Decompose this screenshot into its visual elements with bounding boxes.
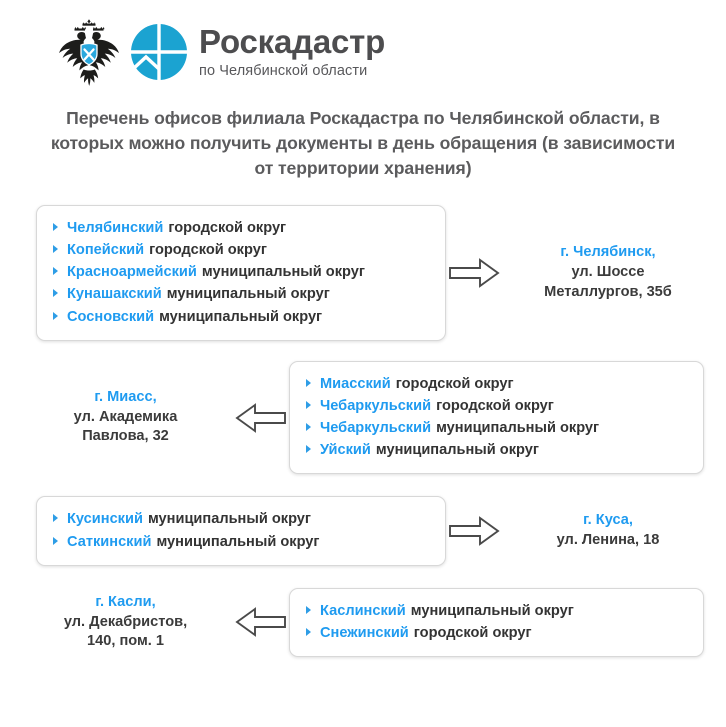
brand-subtitle: по Челябинской области bbox=[199, 63, 368, 80]
district-list: Челябинский городской округ Копейский го… bbox=[53, 217, 429, 328]
district-list: Миасский городской округ Чебаркульский г… bbox=[306, 373, 687, 462]
office-address: г. Челябинск, ул. Шоссе Металлургов, 35б bbox=[502, 243, 714, 302]
office-city: г. Миасс, bbox=[94, 389, 157, 406]
bullet-triangle-icon bbox=[306, 400, 311, 409]
arrow-right-icon bbox=[446, 256, 502, 290]
list-item: Кунашакский муниципальный округ bbox=[53, 283, 429, 305]
russian-double-headed-eagle-emblem bbox=[58, 16, 120, 88]
district-type: городской округ bbox=[168, 219, 287, 236]
district-name: Красноармейский bbox=[67, 264, 197, 281]
district-list: Кусинский муниципальный округ Саткинский… bbox=[53, 508, 429, 552]
page-title: Перечень офисов филиала Роскадастра по Ч… bbox=[50, 108, 676, 178]
office-street-line: Металлургов, 35б bbox=[544, 283, 672, 300]
bullet-triangle-icon bbox=[53, 536, 58, 545]
page-header: Роскадастр по Челябинской области bbox=[0, 0, 726, 86]
list-item: Сосновский муниципальный округ bbox=[53, 306, 429, 328]
office-row: Челябинский городской округ Копейский го… bbox=[0, 204, 726, 341]
list-item: Каслинский муниципальный округ bbox=[306, 600, 687, 622]
arrow-left-icon bbox=[233, 401, 289, 435]
bullet-triangle-icon bbox=[306, 423, 311, 432]
districts-panel: Миасский городской округ Чебаркульский г… bbox=[289, 360, 704, 475]
list-item: Красноармейский муниципальный округ bbox=[53, 261, 429, 283]
bullet-triangle-icon bbox=[306, 378, 311, 387]
list-item: Миасский городской округ bbox=[306, 373, 687, 395]
district-name: Миасский bbox=[320, 375, 391, 392]
district-name: Каслинский bbox=[320, 602, 406, 619]
district-type: муниципальный округ bbox=[436, 420, 600, 437]
district-type: муниципальный округ bbox=[156, 533, 320, 550]
office-row: г. Касли, ул. Декабристов, 140, пом. 1 К… bbox=[0, 587, 726, 658]
list-item: Снежинский городской округ bbox=[306, 622, 687, 644]
district-type: муниципальный округ bbox=[147, 511, 311, 528]
district-name: Сосновский bbox=[67, 308, 155, 325]
bullet-triangle-icon bbox=[306, 605, 311, 614]
office-street-line: 140, пом. 1 bbox=[86, 633, 165, 650]
district-type: городской округ bbox=[436, 397, 554, 414]
district-type: муниципальный округ bbox=[159, 308, 323, 325]
office-address: г. Касли, ул. Декабристов, 140, пом. 1 bbox=[18, 593, 233, 652]
office-street-line: Павлова, 32 bbox=[82, 428, 169, 445]
roskadastr-circle-logo bbox=[130, 23, 188, 81]
brand-lockup: Роскадастр по Челябинской области bbox=[130, 23, 385, 81]
list-item: Чебаркульский городской округ bbox=[306, 395, 687, 417]
district-name: Чебаркульский bbox=[320, 420, 432, 437]
district-name: Снежинский bbox=[320, 624, 409, 641]
district-name: Кусинский bbox=[67, 511, 143, 528]
district-type: муниципальный округ bbox=[166, 286, 330, 303]
district-type: городской округ bbox=[413, 624, 532, 641]
district-type: городской округ bbox=[395, 375, 514, 392]
office-row: г. Миасс, ул. Академика Павлова, 32 Миас… bbox=[0, 360, 726, 475]
district-name: Копейский bbox=[67, 242, 145, 259]
district-name: Челябинский bbox=[67, 219, 164, 236]
list-item: Кусинский муниципальный округ bbox=[53, 508, 429, 530]
office-address: г. Миасс, ул. Академика Павлова, 32 bbox=[18, 388, 233, 447]
arrow-right-icon bbox=[446, 514, 502, 548]
list-item: Челябинский городской округ bbox=[53, 217, 429, 239]
offices-list: Челябинский городской округ Копейский го… bbox=[0, 204, 726, 658]
districts-panel: Челябинский городской округ Копейский го… bbox=[36, 204, 446, 341]
district-type: муниципальный округ bbox=[201, 264, 365, 281]
district-type: городской округ bbox=[149, 242, 267, 259]
district-name: Кунашакский bbox=[67, 286, 162, 303]
districts-panel: Каслинский муниципальный округ Снежински… bbox=[289, 587, 704, 658]
list-item: Копейский городской округ bbox=[53, 239, 429, 261]
office-city: г. Касли, bbox=[95, 593, 156, 610]
office-city: г. Куса, bbox=[583, 512, 633, 529]
bullet-triangle-icon bbox=[53, 311, 58, 320]
office-street-line: ул. Декабристов, bbox=[63, 613, 188, 630]
bullet-triangle-icon bbox=[53, 267, 58, 276]
office-street-line: ул. Академика bbox=[73, 408, 178, 425]
office-city: г. Челябинск, bbox=[560, 244, 656, 261]
bullet-triangle-icon bbox=[53, 289, 58, 298]
district-name: Саткинский bbox=[67, 533, 152, 550]
district-type: муниципальный округ bbox=[375, 442, 539, 459]
office-address: г. Куса, ул. Ленина, 18 bbox=[502, 511, 714, 550]
office-row: Кусинский муниципальный округ Саткинский… bbox=[0, 496, 726, 566]
office-street-line: ул. Шоссе bbox=[571, 263, 645, 280]
bullet-triangle-icon bbox=[53, 222, 58, 231]
bullet-triangle-icon bbox=[306, 627, 311, 636]
bullet-triangle-icon bbox=[306, 445, 311, 454]
arrow-left-icon bbox=[233, 605, 289, 639]
bullet-triangle-icon bbox=[53, 514, 58, 523]
brand-wordmark: Роскадастр bbox=[199, 23, 386, 61]
list-item: Чебаркульский муниципальный округ bbox=[306, 417, 687, 439]
office-street-line: ул. Ленина, 18 bbox=[556, 532, 660, 549]
list-item: Саткинский муниципальный округ bbox=[53, 531, 429, 553]
district-type: муниципальный округ bbox=[410, 602, 574, 619]
district-name: Чебаркульский bbox=[320, 397, 432, 414]
list-item: Уйский муниципальный округ bbox=[306, 439, 687, 461]
bullet-triangle-icon bbox=[53, 245, 58, 254]
district-list: Каслинский муниципальный округ Снежински… bbox=[306, 600, 687, 644]
districts-panel: Кусинский муниципальный округ Саткинский… bbox=[36, 496, 446, 566]
district-name: Уйский bbox=[320, 442, 371, 459]
